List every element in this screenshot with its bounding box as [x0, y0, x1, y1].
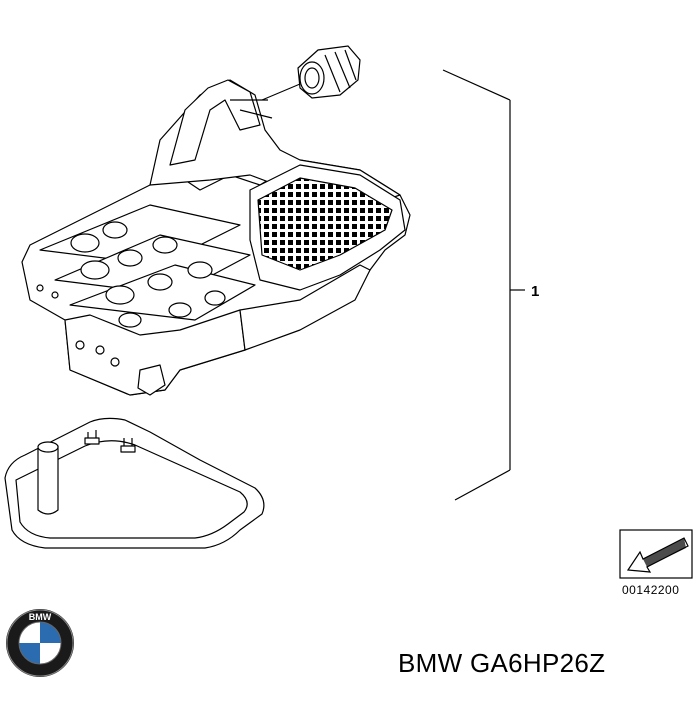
part-code-title: BMW GA6HP26Z — [398, 648, 606, 678]
callout-number: 1 — [531, 283, 540, 300]
view-arrow-box — [619, 529, 693, 579]
valve-body-assembly — [21, 79, 411, 396]
logo-text: BMW — [29, 612, 52, 622]
diagram-number: 00142200 — [622, 583, 680, 597]
callout-bracket — [442, 69, 525, 501]
bmw-roundel-icon: BMW — [6, 609, 74, 677]
connector-sleeve — [297, 45, 361, 99]
sleeve-leader-line — [261, 83, 301, 101]
oil-filter — [4, 417, 265, 549]
